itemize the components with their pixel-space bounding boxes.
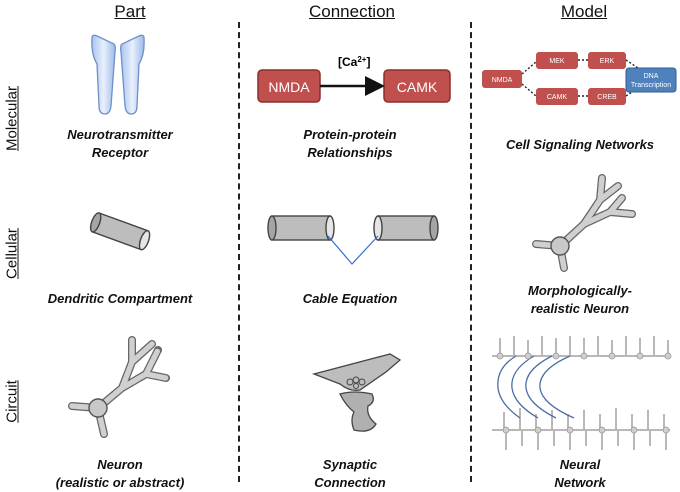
caption-protein: Protein-protein Relationships	[240, 126, 460, 162]
signaling-network-figure: NMDA MEK ERK CAMK CREB DNA Transcription	[482, 52, 677, 105]
calcium-label: [Ca2+]	[338, 55, 370, 69]
column-divider-left	[238, 22, 240, 482]
sig-dna-line1: DNA	[644, 73, 659, 80]
caption-morph-line2: realistic Neuron	[530, 301, 630, 316]
caption-signaling: Cell Signaling Networks	[470, 136, 680, 154]
camk-label: CAMK	[397, 79, 438, 95]
morph-neuron-figure	[532, 174, 636, 272]
synapse-figure	[311, 353, 402, 432]
caption-cable-line1: Cable Equation	[302, 291, 398, 306]
caption-receptor-line1: Neurotransmitter	[67, 127, 173, 142]
column-header-connection: Connection	[308, 2, 395, 21]
cable-equation-figure	[267, 215, 439, 265]
caption-signaling-line1: Cell Signaling Networks	[505, 137, 655, 152]
caption-neuron: Neuron (realistic or abstract)	[10, 456, 230, 492]
nmda-label: NMDA	[268, 79, 310, 95]
caption-compartment-line1: Dendritic Compartment	[47, 291, 193, 306]
caption-network-line2: Network	[554, 475, 606, 490]
neural-network-figure	[492, 336, 672, 450]
column-divider-right	[470, 22, 472, 482]
caption-synaptic-line2: Connection	[314, 475, 386, 490]
sig-dna-line2: Transcription	[631, 82, 671, 89]
row-header-circuit: Circuit	[3, 380, 21, 423]
caption-protein-line1: Protein-protein	[303, 127, 397, 142]
column-header-part: Part	[114, 2, 146, 21]
caption-compartment: Dendritic Compartment	[10, 290, 230, 308]
caption-synaptic-line1: Synaptic	[322, 457, 378, 472]
caption-receptor: Neurotransmitter Receptor	[10, 126, 230, 162]
sig-camk: CAMK	[547, 94, 568, 101]
sig-creb: CREB	[597, 94, 617, 101]
caption-receptor-line2: Receptor	[91, 145, 149, 160]
caption-morph-line1: Morphologically-	[528, 283, 632, 298]
sig-mek: MEK	[549, 58, 565, 65]
caption-protein-line2: Relationships	[307, 145, 393, 160]
caption-synaptic: Synaptic Connection	[240, 456, 460, 492]
caption-neuron-line2: (realistic or abstract)	[55, 475, 185, 490]
caption-morph: Morphologically- realistic Neuron	[470, 282, 680, 318]
neuron-figure	[68, 336, 170, 438]
caption-cable: Cable Equation	[240, 290, 460, 308]
caption-network-line1: Neural	[559, 457, 601, 472]
column-header-model: Model	[560, 2, 608, 21]
caption-neuron-line1: Neuron	[97, 457, 143, 472]
compartment-figure	[89, 212, 151, 251]
receptor-figure	[91, 34, 145, 115]
sig-nmda: NMDA	[492, 77, 513, 84]
sig-erk: ERK	[600, 58, 615, 65]
caption-network: Neural Network	[470, 456, 680, 492]
protein-relationship-figure: NMDA CAMK [Ca2+]	[257, 55, 451, 103]
